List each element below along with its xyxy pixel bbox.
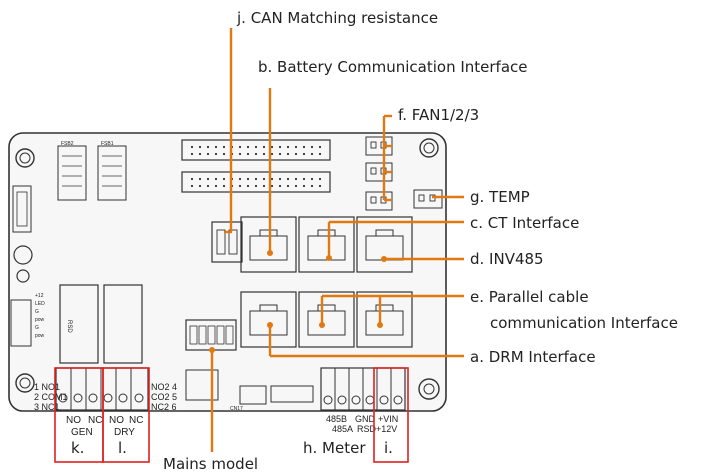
callout-b: b. Battery Communication Interface [258,58,528,76]
mounting-hole-icon [418,378,440,400]
callout-mains-model: Mains model [163,455,258,473]
meter-pin-gnd: GND [355,414,376,424]
pcb-pin-co2: CO2 5 [151,392,177,402]
header-top-2 [181,171,331,193]
cn18-connector [270,385,314,403]
chip [185,369,219,401]
dry-no-label: NO [109,415,124,426]
left-connector-2 [10,299,32,347]
rj45-port-ct [298,216,355,273]
rj45-port-parallel-1 [298,291,355,348]
pcb-label-fsb1: FSB1 [101,141,114,147]
pcb-pin-com1: 2 COM1 [34,392,68,402]
mounting-hole-icon [419,138,439,158]
mounting-hole-icon [15,373,35,393]
left-connector [12,185,32,233]
rj45-port-parallel-2 [356,291,413,348]
pcb-label-rsd: RSD [66,320,72,333]
power-pin-vin: +VIN [378,414,398,424]
pcb-pin-nc1: 3 NC1 [34,402,60,412]
callout-c: c. CT Interface [470,214,579,232]
callout-i: i. [384,439,393,457]
capacitor-icon [13,245,33,265]
dry-nc-label: NC [129,415,143,426]
pcb-board [8,132,447,412]
rj45-port-battery [240,216,297,273]
callout-e-line2: communication Interface [490,314,678,332]
left-connector-inner [16,191,28,227]
meter-pin-rsd: RSD [357,424,377,434]
meter-pin-485a: 485A [332,424,353,434]
pcb-label-cn17: CN17 [230,406,243,412]
dry-label: DRY [114,427,135,438]
fsb1-module [97,145,127,201]
pcb-pin-no2: NO2 4 [151,382,177,392]
gen-label: GEN [71,427,93,438]
pcb-pin-nc2: NC2 6 [151,402,177,412]
terminal-block-left [55,367,149,411]
power-highlight-box [373,367,409,463]
callout-j: j. CAN Matching resistance [236,9,438,27]
pcb-label-plus12: +12 [35,293,44,299]
fsb2-module [57,145,87,201]
meter-pin-485b: 485B [326,414,347,424]
cn17-connector [239,385,267,405]
terminal-block-meter [320,367,406,411]
can-dip-switch [211,221,243,263]
callout-d: d. INV485 [470,250,544,268]
pcb-label-g2: G [35,325,39,331]
pcb-label-pow2: pow [35,333,45,339]
gen-nc-label: NC [88,415,102,426]
pcb-label-g1: G [35,309,39,315]
callout-leaders [209,28,464,452]
rj45-port-drm [240,291,297,348]
callout-f: f. FAN1/2/3 [398,106,479,124]
pcb-label-led: LED [35,301,45,307]
callout-g: g. TEMP [470,188,530,206]
relay-dry [103,284,143,364]
power-pin-12v: +12V [376,424,397,434]
dry-highlight-box [102,367,150,463]
mounting-hole-icon [15,148,35,168]
callout-l: l. [118,439,127,457]
pcb-label-pow1: pow [35,317,45,323]
pcb-label-fsb2: FSB2 [61,141,74,147]
callout-k: k. [71,439,84,457]
temp-connector [413,189,443,209]
pcb-pin-no1: 1 NO1 [34,382,60,392]
gen-no-label: NO [66,415,81,426]
rj45-port-inv485 [356,216,413,273]
header-top-1 [181,139,331,161]
callout-e-line1: e. Parallel cable [470,288,589,306]
callout-a: a. DRM Interface [470,348,596,366]
capacitor-icon [16,269,30,283]
relay-gen [59,284,99,364]
callout-h: h. Meter [303,439,366,457]
